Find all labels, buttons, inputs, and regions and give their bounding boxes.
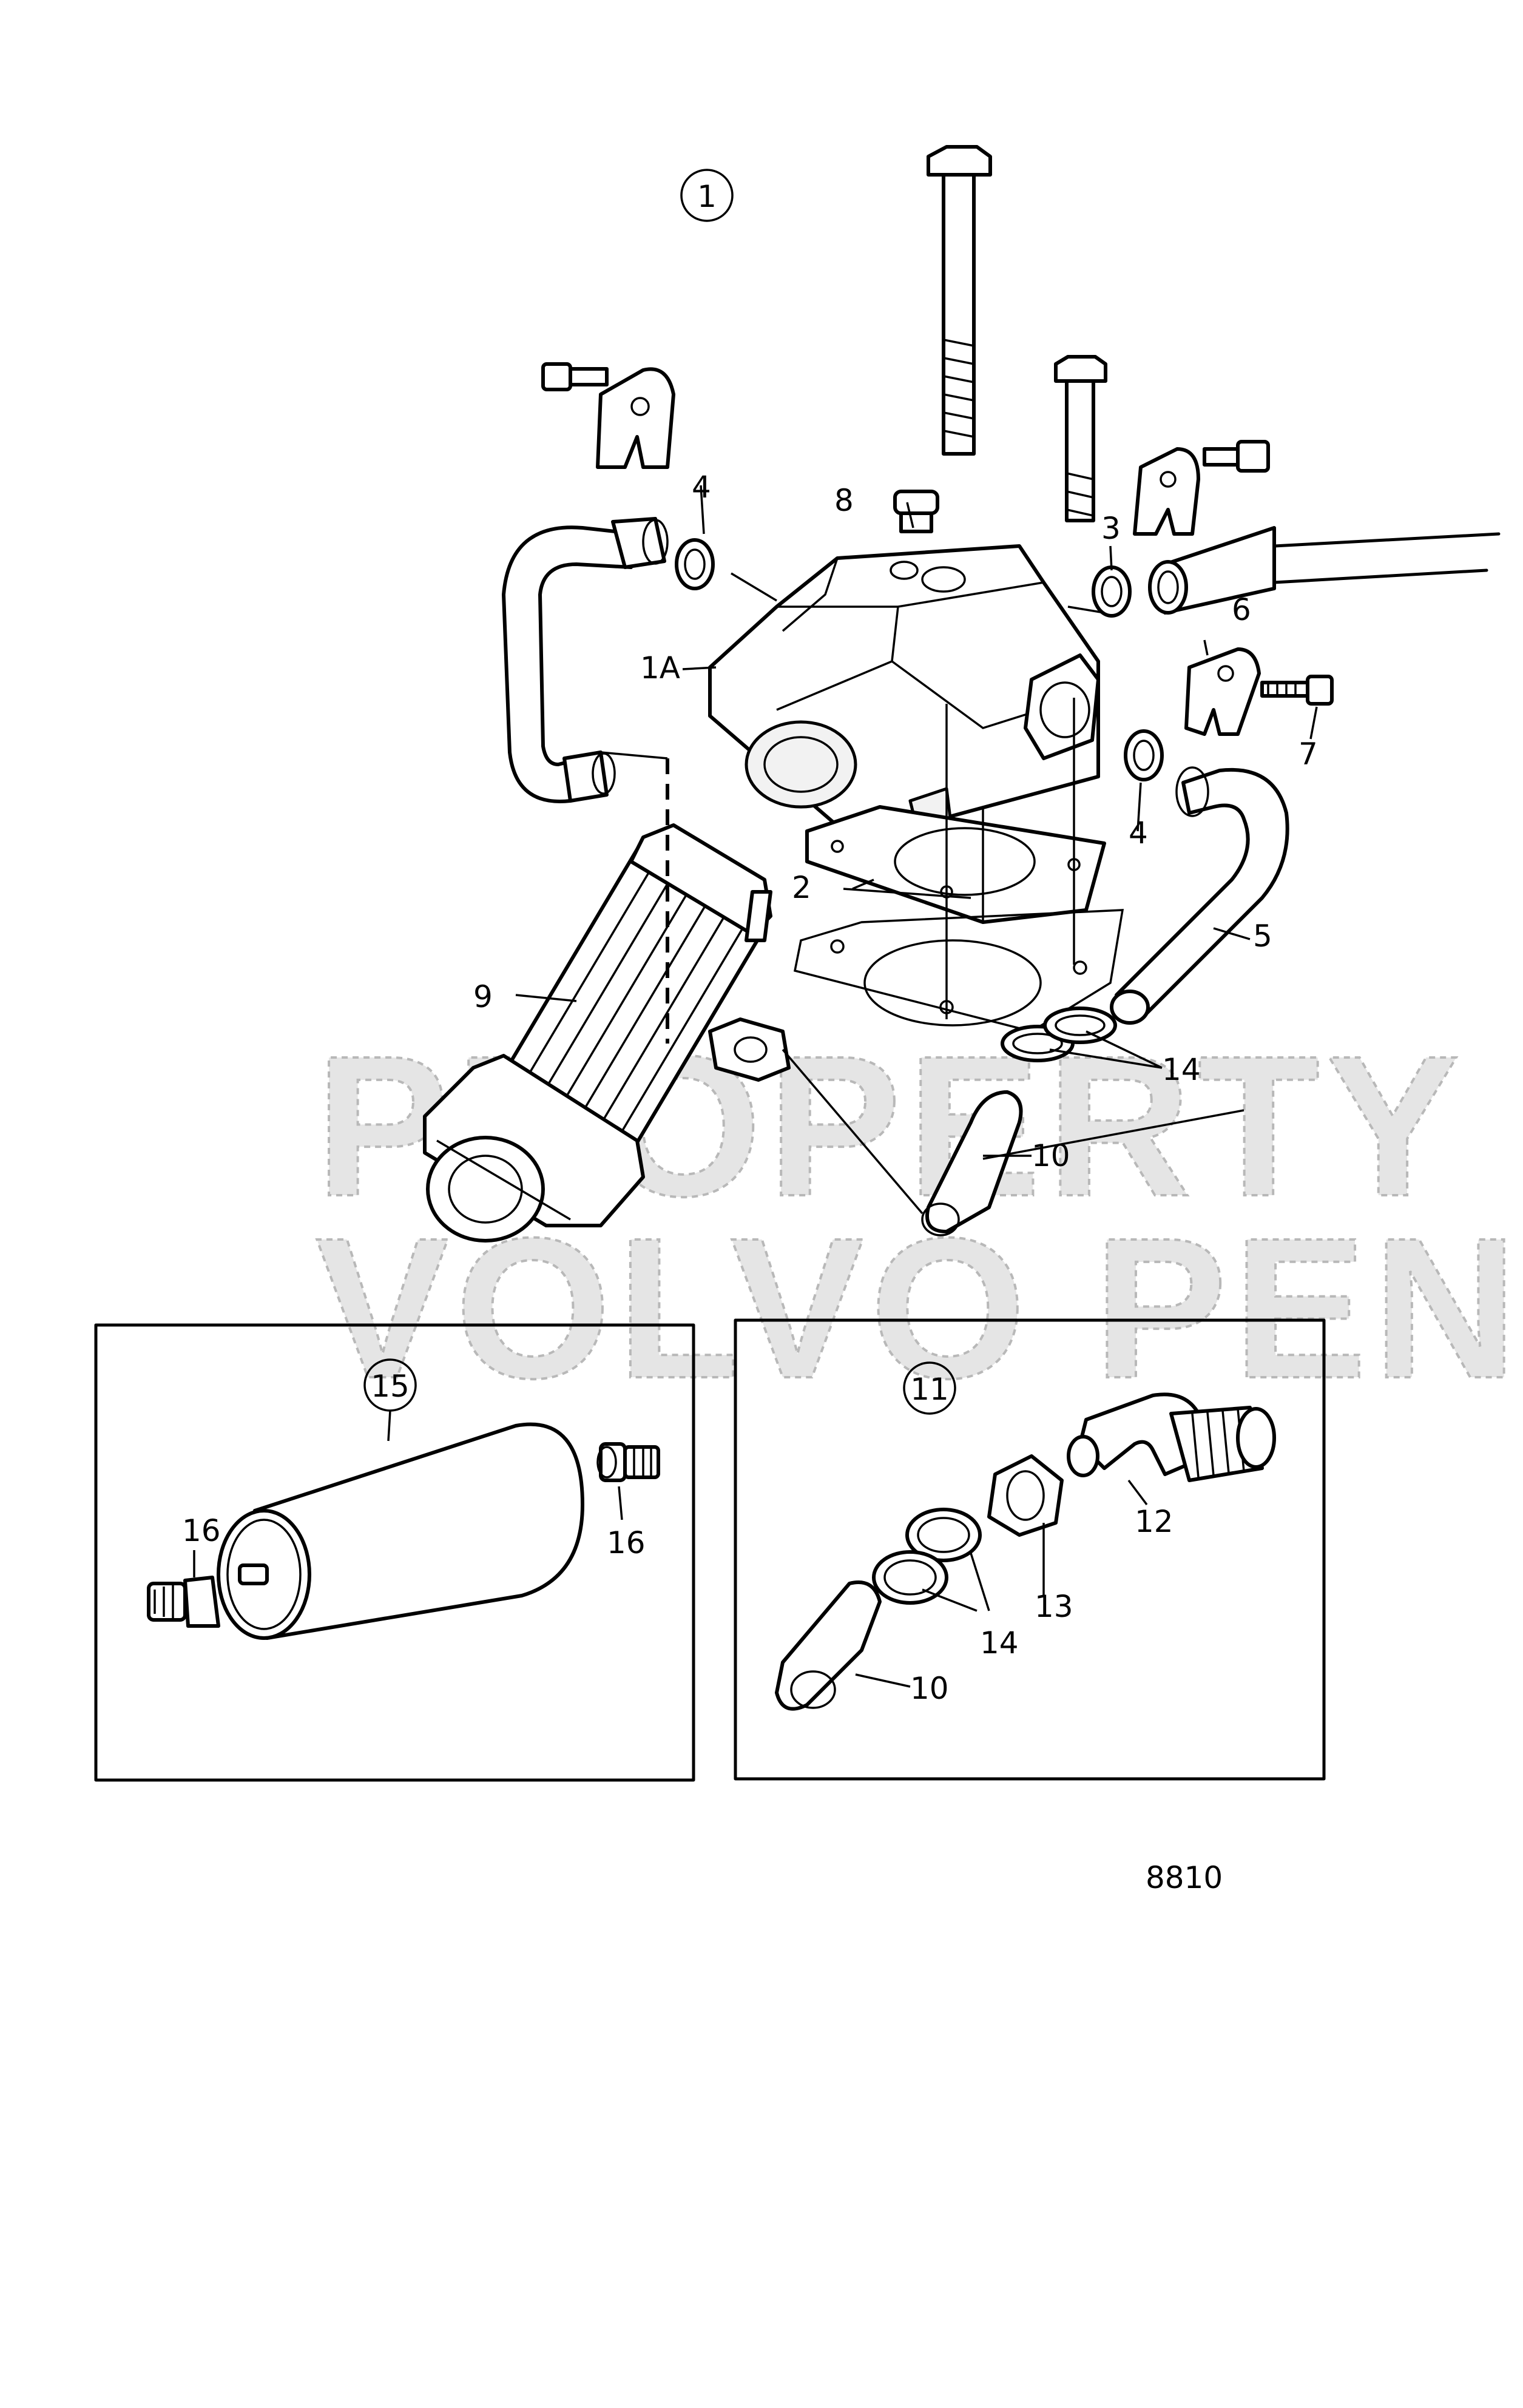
callout-4-top: 4: [692, 470, 711, 505]
inset-box-15: 15 16 16: [94, 1323, 695, 1782]
callout-labels: 1A 2 3 4 4 5 6 7 8 9 10 14: [473, 470, 1318, 1173]
hose-10-and-clamps: [782, 1007, 1244, 1236]
callout-3: 3: [1101, 511, 1121, 546]
right-outlet-pipe: [1148, 526, 1501, 615]
short-bolt: [1054, 355, 1107, 522]
callout-16-right: 16: [607, 1525, 646, 1560]
callout-1A: 1A: [640, 650, 680, 686]
right-clip-with-screw: [1133, 440, 1270, 536]
drawing-number: 8810: [1146, 1860, 1223, 1895]
watermark: PROPERTY OF VOLVO PENTA: [314, 1013, 1523, 1421]
callout-4-bottom: 4: [1129, 815, 1148, 851]
assembly-ref-1: 1: [680, 169, 734, 222]
callout-14-inset: 14: [980, 1625, 1019, 1661]
callout-10-main: 10: [1032, 1138, 1070, 1173]
callout-14-main: 14: [1162, 1052, 1201, 1087]
inset-ref-11: 11: [910, 1372, 949, 1407]
clamp-6-screw-7: [1184, 647, 1334, 736]
callout-8: 8: [834, 483, 854, 518]
mounting-flange-outline: [793, 698, 1124, 1033]
dashed-connection: [600, 751, 791, 1082]
left-clip-with-screw: [541, 362, 675, 469]
callout-12: 12: [1135, 1504, 1173, 1539]
callout-13: 13: [1035, 1589, 1073, 1624]
callout-5: 5: [1253, 919, 1272, 954]
callout-10-inset: 10: [910, 1671, 949, 1706]
plug-8: [893, 490, 939, 533]
leader-lines: [515, 485, 1318, 1157]
callout-2: 2: [792, 870, 811, 905]
callout-7: 7: [1298, 737, 1318, 772]
heat-exchanger-body: [708, 544, 1100, 869]
callout-16-left: 16: [182, 1513, 221, 1548]
inset-box-11: 11 12 13 14 10: [734, 1318, 1326, 1781]
callout-6: 6: [1232, 592, 1251, 627]
gasket-2: [805, 805, 1106, 924]
svg-text:1: 1: [697, 179, 717, 214]
inset-ref-15: 15: [371, 1369, 410, 1404]
callout-9: 9: [473, 979, 493, 1014]
long-bolt: [927, 145, 992, 456]
o-rings: [675, 538, 1164, 781]
hose-5: [1110, 766, 1289, 1025]
threaded-pipe-9: [423, 823, 772, 1243]
